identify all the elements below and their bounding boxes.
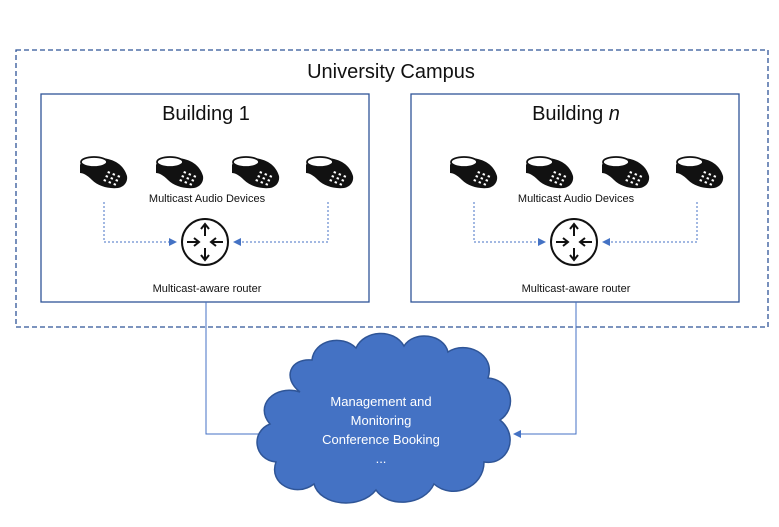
phone-icon [79,156,129,190]
phone-icon [675,156,725,190]
phone-icon [601,156,651,190]
phone-icon [155,156,205,190]
cloud-line: Monitoring [351,413,412,428]
router-label: Multicast-aware router [522,283,631,295]
uplink-arrow [513,302,577,438]
devices-label: Multicast Audio Devices [149,193,266,205]
building-n: Building n Multicast Audio Devices Multi… [410,93,740,303]
campus-title: University Campus [307,61,475,83]
building-title: Building 1 [162,103,250,125]
cloud-shape [256,332,512,504]
building-1: Building 1 Multicast Audio Devices Multi… [40,93,370,303]
phone-icon [449,156,499,190]
router-label: Multicast-aware router [153,283,262,295]
router-icon [181,218,229,266]
phone-icon [231,156,281,190]
building-title: Building n [532,103,620,125]
link-arrow [473,202,546,246]
cloud-line: Conference Booking [322,432,440,447]
building-box [40,93,370,303]
devices-label: Multicast Audio Devices [518,193,635,205]
cloud-line: Management and [330,394,431,409]
link-arrow [103,202,177,246]
router-icon [550,218,598,266]
building-box [410,93,740,303]
link-arrow [602,202,698,246]
phone-icon [525,156,575,190]
cloud-line: ... [376,451,387,466]
management-cloud: Management and Monitoring Conference Boo… [256,332,512,504]
link-arrow [233,202,329,246]
campus-boundary [15,49,769,328]
phone-icon [305,156,355,190]
uplink-arrow [205,302,270,438]
